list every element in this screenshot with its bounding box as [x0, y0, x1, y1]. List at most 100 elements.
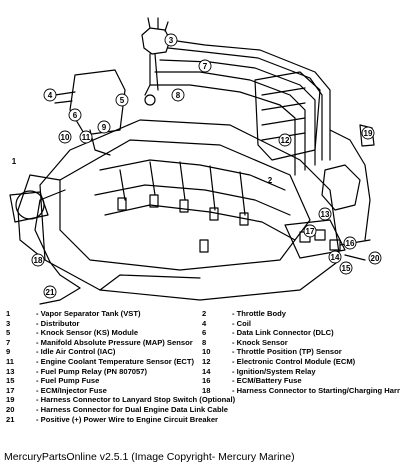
callout-6: 6 [68, 108, 82, 122]
injector-harness [94, 159, 296, 241]
legend-label: - Throttle Position (TP) Sensor [232, 347, 342, 357]
legend-entry: 14 - Ignition/System Relay [202, 367, 316, 377]
svg-text:5: 5 [120, 96, 125, 105]
svg-text:10: 10 [61, 133, 70, 142]
legend-entry: 21- Positive (+) Power Wire to Engine Ci… [6, 415, 218, 425]
ecm-drawing [254, 71, 321, 161]
svg-text:6: 6 [73, 111, 78, 120]
legend-entry: 7- Manifold Absolute Pressure (MAP) Sens… [6, 338, 193, 348]
legend-number: 5 [6, 328, 11, 338]
legend-entry: 3- Distributor [6, 319, 79, 329]
legend-singles: 19 - Harness Connector to Lanyard Stop Sw… [6, 395, 398, 424]
legend-row: 3- Distributor 4 - Coil [6, 319, 398, 329]
legend-pairs: 1- Vapor Separator Tank (VST) 2 - Throttle… [6, 309, 400, 396]
legend-entry: 15- Fuel Pump Fuse [6, 376, 99, 386]
svg-text:17: 17 [306, 227, 315, 236]
legend-row: 1- Vapor Separator Tank (VST)2- Throttle… [6, 309, 398, 319]
legend-label: - Knock Sensor (KS) Module [36, 328, 139, 338]
legend-row: 15- Fuel Pump Fuse 16 - ECM/Battery Fuse [6, 376, 398, 386]
legend-number: 4 [202, 318, 207, 328]
svg-text:11: 11 [82, 133, 91, 142]
callout-11: 11 [79, 130, 93, 144]
legend-number: 1 [6, 309, 11, 318]
legend-label: - Harness Connector to Starting/Charging… [232, 385, 400, 395]
legend-label: - Coil [232, 318, 251, 328]
legend-entry: 12 - Electronic Control Module (ECM) [202, 357, 355, 367]
legend-number: 8 [202, 337, 207, 347]
legend-label: - Fuel Pump Relay (PN 807057) [36, 366, 147, 376]
legend-entry: 5 - Knock Sensor (KS) Module [6, 328, 138, 338]
legend-number: 16 [202, 376, 211, 386]
legend: 1- Vapor Separator Tank (VST) 2 - Throttle… [6, 309, 400, 424]
svg-text:13: 13 [321, 210, 330, 219]
callout-3: 3 [164, 33, 178, 47]
injectors-drawing [117, 194, 249, 253]
legend-label: - Harness Connector to Lanyard Stop Swit… [36, 395, 236, 405]
legend-label: - Manifold Absolute Pressure (MAP) Senso… [36, 337, 193, 347]
legend-row: 9 - Idle Air Control (IAC) 10- Throttle Po… [6, 347, 398, 357]
callout-21: 21 [43, 285, 57, 299]
legend-number: 3 [6, 318, 11, 328]
legend-number: 20 [6, 404, 15, 414]
legend-number: 19 [6, 395, 15, 405]
lanyard-harness-drawing [329, 124, 375, 241]
legend-entry: 17 - ECM/Injector Fuse [6, 386, 107, 396]
legend-entry: 20 - Harness Connector for Dual Engine Da… [6, 405, 228, 415]
callout-20: 20 [368, 251, 382, 265]
distributor-drawing [141, 17, 171, 106]
legend-row: 5 - Knock Sensor (KS) Module 6 - Data Link … [6, 328, 398, 338]
legend-label: - ECM/Battery Fuse [232, 376, 302, 386]
svg-text:12: 12 [281, 136, 290, 145]
legend-number: 13 [6, 366, 15, 376]
callout-9: 9 [97, 120, 111, 134]
legend-number: 17 [6, 385, 15, 395]
callout-18: 18 [31, 253, 45, 267]
callout-markers: 3 4 5 6 7 8 9 10 11 12 13 14 15 16 17 18… [31, 33, 382, 299]
legend-entry: 8- Knock Sensor [202, 338, 288, 348]
legend-number: 14 [202, 366, 211, 376]
svg-text:3: 3 [169, 36, 174, 45]
legend-entry: 1- Vapor Separator Tank (VST) [6, 309, 141, 319]
legend-entry: 10- Throttle Position (TP) Sensor [202, 347, 342, 357]
callout-14: 14 [328, 250, 342, 264]
legend-entry: 18 - Harness Connector to Starting/Chargi… [202, 386, 400, 396]
legend-number: 9 [6, 347, 11, 357]
legend-row: 20 - Harness Connector for Dual Engine Da… [6, 405, 398, 415]
callout-7: 7 [198, 59, 212, 73]
legend-entry: 9 - Idle Air Control (IAC) [6, 347, 115, 357]
left-wire-run [9, 174, 81, 289]
legend-number: 18 [202, 385, 211, 395]
legend-label: - ECM/Injector Fuse [36, 385, 107, 395]
callout-5: 5 [115, 93, 129, 107]
legend-label: - Positive (+) Power Wire to Engine Circ… [36, 414, 219, 424]
svg-text:21: 21 [46, 288, 55, 297]
legend-row: 21- Positive (+) Power Wire to Engine Ci… [6, 415, 398, 425]
legend-label: - Ignition/System Relay [232, 366, 316, 376]
callout-17: 17 [303, 224, 317, 238]
legend-entry: 13 - Fuel Pump Relay (PN 807057) [6, 367, 147, 377]
legend-label: - Electronic Control Module (ECM) [232, 356, 356, 366]
legend-entry: 16 - ECM/Battery Fuse [202, 376, 302, 386]
callout-1: 1 [12, 157, 17, 166]
callout-13: 13 [318, 207, 332, 221]
callout-2: 2 [268, 176, 273, 185]
svg-text:16: 16 [346, 239, 355, 248]
legend-label: - Engine Coolant Temperature Sensor (ECT… [36, 356, 195, 366]
relay-cluster-drawing [284, 219, 371, 261]
legend-number: 6 [202, 328, 207, 338]
svg-text:9: 9 [102, 123, 107, 132]
svg-text:4: 4 [48, 91, 53, 100]
callout-15: 15 [339, 261, 353, 275]
callout-16: 16 [343, 236, 357, 250]
callout-10: 10 [58, 130, 72, 144]
callout-8: 8 [171, 88, 185, 102]
legend-number: 11 [6, 356, 15, 366]
svg-text:7: 7 [203, 62, 208, 71]
legend-number: 12 [202, 356, 211, 366]
legend-label: - Harness Connector for Dual Engine Data… [36, 404, 228, 414]
legend-number: 2 [202, 309, 207, 318]
throttle-body-drawing [321, 164, 361, 211]
legend-label: - Idle Air Control (IAC) [36, 347, 116, 357]
svg-text:20: 20 [371, 254, 380, 263]
legend-label: - Data Link Connector (DLC) [232, 328, 334, 338]
